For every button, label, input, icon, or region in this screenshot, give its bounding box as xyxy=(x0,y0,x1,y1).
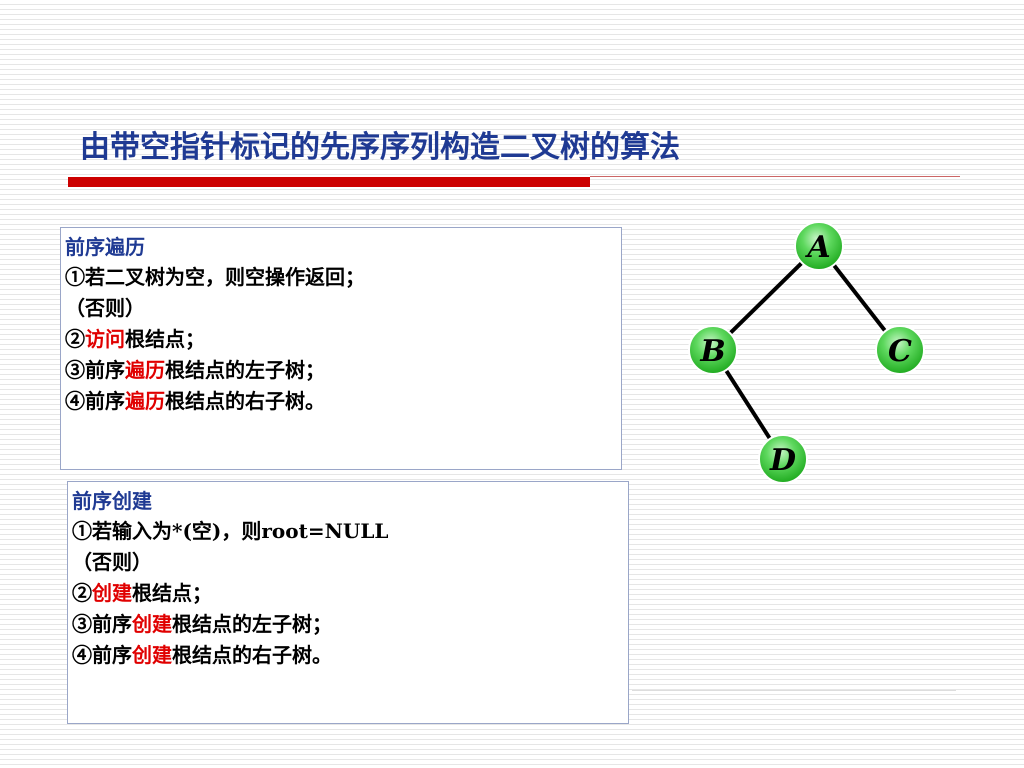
traversal-step-2: ②访问根结点； xyxy=(65,326,617,352)
slide-title: 由带空指针标记的先序序列构造二叉树的算法 xyxy=(80,130,680,165)
traversal-step-2-prefix: ② xyxy=(65,327,85,351)
traversal-step-3-keyword: 遍历 xyxy=(125,358,165,382)
traversal-step-4-text: 根结点的右子树。 xyxy=(165,389,325,413)
creation-step-2: ②创建根结点； xyxy=(72,580,624,606)
title-divider-line xyxy=(590,176,960,177)
traversal-otherwise: （否则） xyxy=(65,296,145,320)
creation-step-3-text: 根结点的左子树； xyxy=(172,612,332,636)
preorder-creation-box: 前序创建 ①若输入为*(空)，则root=NULL （否则） ②创建根结点； ③… xyxy=(67,481,629,724)
creation-heading: 前序创建 xyxy=(72,489,152,513)
traversal-step-4-keyword: 遍历 xyxy=(125,389,165,413)
tree-node-b xyxy=(688,325,738,375)
creation-step-1: ①若输入为*(空)，则root=NULL xyxy=(72,519,389,543)
binary-tree-diagram: A B C D xyxy=(688,221,925,484)
preorder-traversal-box: 前序遍历 ①若二叉树为空，则空操作返回； （否则） ②访问根结点； ③前序遍历根… xyxy=(60,227,622,470)
creation-step-3-keyword: 创建 xyxy=(132,612,172,636)
tree-node-a xyxy=(794,221,844,271)
tree-node-a-label: A xyxy=(804,230,830,265)
bottom-divider-line xyxy=(632,690,956,691)
tree-node-d xyxy=(758,434,808,484)
creation-step-3: ③前序创建根结点的左子树； xyxy=(72,611,624,637)
traversal-step-4: ④前序遍历根结点的右子树。 xyxy=(65,388,617,414)
traversal-step-1: ①若二叉树为空，则空操作返回； xyxy=(65,265,365,289)
traversal-step-4-prefix: ④前序 xyxy=(65,389,125,413)
tree-node-c-label: C xyxy=(888,334,912,369)
creation-step-4: ④前序创建根结点的右子树。 xyxy=(72,642,624,668)
traversal-step-3-text: 根结点的左子树； xyxy=(165,358,325,382)
tree-node-b-label: B xyxy=(699,334,725,369)
title-accent-bar xyxy=(68,177,590,187)
creation-step-2-text: 根结点； xyxy=(132,581,212,605)
creation-otherwise: （否则） xyxy=(72,550,152,574)
traversal-step-2-text: 根结点； xyxy=(125,327,205,351)
tree-node-c xyxy=(875,325,925,375)
tree-node-d-label: D xyxy=(769,443,796,478)
creation-step-3-prefix: ③前序 xyxy=(72,612,132,636)
traversal-step-3: ③前序遍历根结点的左子树； xyxy=(65,357,617,383)
creation-step-4-keyword: 创建 xyxy=(132,643,172,667)
creation-step-2-keyword: 创建 xyxy=(92,581,132,605)
traversal-step-3-prefix: ③前序 xyxy=(65,358,125,382)
traversal-heading: 前序遍历 xyxy=(65,235,145,259)
creation-step-2-prefix: ② xyxy=(72,581,92,605)
traversal-step-2-keyword: 访问 xyxy=(85,327,125,351)
creation-step-4-prefix: ④前序 xyxy=(72,643,132,667)
creation-step-4-text: 根结点的右子树。 xyxy=(172,643,332,667)
